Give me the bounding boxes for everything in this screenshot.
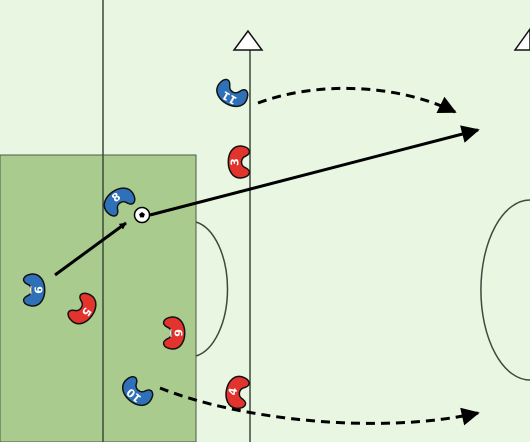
player-blue-11[interactable]: 11 [212,77,250,111]
player-blue-9[interactable]: 9 [22,273,46,307]
cone [513,27,530,51]
player-red-6[interactable]: 6 [162,316,186,350]
center-arc-left [195,221,229,357]
player-number: 4 [226,386,240,396]
player-number: 6 [172,329,185,337]
pass-arrow-long [149,125,480,217]
player-red-4[interactable]: 4 [224,375,250,410]
player-blue-8[interactable]: 8 [99,183,137,219]
player-red-3[interactable]: 3 [227,145,251,179]
player-number: 3 [229,158,242,166]
center-circle-right [480,199,530,381]
player-number: 9 [32,286,45,294]
cone [232,29,264,51]
player-red-5[interactable]: 5 [65,290,101,328]
soccer-ball-icon [133,206,151,224]
run-arrow-10 [159,386,480,426]
pass-arrow-9-to-8 [54,221,127,277]
player-blue-10[interactable]: 10 [117,374,155,411]
